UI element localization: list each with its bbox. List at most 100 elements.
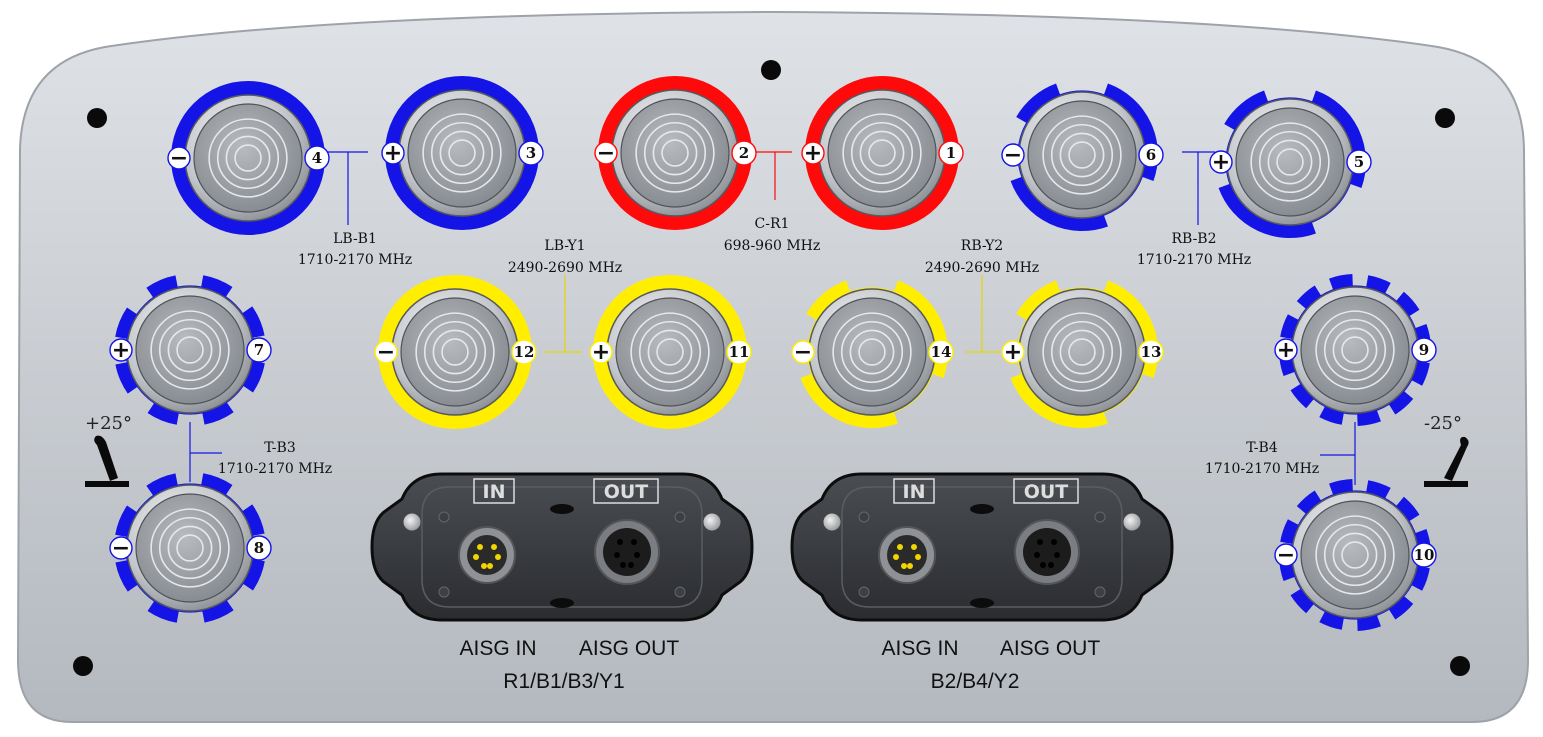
port-color-ring — [147, 600, 180, 623]
band-freq: 1710-2170 MHz — [1137, 252, 1251, 268]
port-number-badge — [304, 145, 330, 171]
port-color-ring — [1319, 611, 1345, 630]
rf-port-3[interactable]: +3 — [381, 76, 544, 230]
polarity-sign: + — [1212, 150, 1230, 175]
port-number-badge — [518, 140, 544, 166]
polarity-sign: − — [597, 141, 615, 166]
mounting-hole — [1435, 108, 1455, 128]
port-color-ring — [1356, 410, 1381, 426]
port-number-badge — [1138, 142, 1164, 168]
port-number-badge — [246, 337, 272, 363]
band-freq: 1710-2170 MHz — [218, 461, 332, 477]
rf-port-5[interactable]: +5 — [1209, 90, 1372, 238]
port-number-badge — [1346, 149, 1372, 175]
aisg-in-tag: IN — [903, 481, 926, 503]
rf-port-9[interactable]: +9 — [1274, 274, 1437, 426]
port-color-ring — [146, 275, 178, 298]
screw-icon — [702, 512, 722, 532]
port-number-badge — [928, 339, 954, 365]
aisg-group-label: R1/B1/B3/Y1 — [503, 670, 624, 693]
rf-port-11[interactable]: +11 — [589, 275, 752, 429]
screw-icon — [402, 512, 422, 532]
polarity-sign: − — [794, 340, 812, 365]
band-freq: 1710-2170 MHz — [1205, 461, 1319, 477]
tilt-handle-icon — [1444, 436, 1469, 481]
mounting-hole — [73, 656, 93, 676]
port-color-ring — [1329, 479, 1354, 495]
port-color-ring — [1296, 490, 1322, 515]
rf-port-2[interactable]: −2 — [594, 76, 757, 230]
port-color-ring — [1290, 588, 1315, 614]
port-color-ring — [1280, 314, 1299, 340]
rf-port-7[interactable]: +7 — [109, 275, 272, 425]
polarity-sign: + — [804, 141, 822, 166]
port-color-ring — [115, 505, 138, 538]
port-color-ring — [1411, 565, 1430, 591]
port-number: 6 — [1146, 146, 1156, 164]
aisg-out-tag: OUT — [1024, 481, 1069, 503]
aisg-module-2: IN OUT AISG IN AISG OUT B2/B4/Y2 — [790, 472, 1174, 693]
port-color-ring — [1218, 183, 1316, 238]
port-number: 12 — [514, 343, 535, 361]
port-number: 1 — [946, 144, 956, 162]
port-color-ring — [202, 600, 234, 623]
polarity-sign: + — [384, 141, 402, 166]
port-number: 8 — [254, 539, 264, 557]
rf-port-6[interactable]: −6 — [1001, 83, 1164, 231]
polarity-badge — [1001, 143, 1025, 167]
polarity-sign: − — [170, 146, 188, 171]
rf-port-1[interactable]: +1 — [801, 76, 964, 230]
port-color-ring — [1010, 373, 1108, 428]
band-freq: 1710-2170 MHz — [298, 252, 412, 268]
port-color-ring — [1016, 280, 1061, 321]
port-color-ring — [1319, 406, 1345, 425]
port-number: 11 — [729, 343, 750, 361]
port-number-badge — [246, 535, 272, 561]
port-color-ring — [1016, 83, 1061, 124]
port-color-ring — [800, 373, 898, 428]
polarity-badge — [1209, 150, 1233, 174]
aisg-out-label: AISG OUT — [579, 637, 680, 660]
band-name: LB-B1 — [333, 231, 377, 247]
polarity-sign: − — [112, 536, 130, 561]
polarity-badge — [791, 340, 815, 364]
port-color-ring — [1290, 383, 1315, 409]
polarity-sign: + — [592, 340, 610, 365]
port-number-badge — [1411, 542, 1437, 568]
polarity-badge — [801, 141, 825, 165]
polarity-badge — [374, 340, 398, 364]
rf-port-13[interactable]: +13 — [1001, 280, 1164, 428]
polarity-badge — [1274, 338, 1298, 362]
tilt-base — [1424, 481, 1468, 487]
tilt-handle-icon — [94, 435, 118, 481]
rf-port-4[interactable]: −4 — [167, 81, 330, 235]
tilt-base — [85, 481, 129, 487]
rf-port-12[interactable]: − 12 — [374, 275, 537, 429]
polarity-sign: − — [1277, 543, 1295, 568]
band-name: C-R1 — [755, 216, 790, 232]
port-number: 13 — [1141, 343, 1162, 361]
port-color-ring — [146, 473, 178, 496]
port-color-ring — [115, 560, 138, 592]
polarity-badge — [109, 338, 133, 362]
aisg-group-label: B2/B4/Y2 — [931, 670, 1020, 693]
port-number-badge — [1411, 337, 1437, 363]
rf-port-14[interactable]: −14 — [791, 280, 954, 428]
band-name: LB-Y1 — [544, 238, 585, 254]
port-color-ring — [115, 362, 138, 394]
port-color-ring — [200, 473, 233, 496]
aisg-in-label: AISG IN — [881, 637, 958, 660]
mounting-hole — [761, 60, 781, 80]
rf-port-8[interactable]: −8 — [109, 473, 272, 623]
screw-icon — [822, 512, 842, 532]
port-color-ring — [1388, 390, 1414, 415]
rf-port-10[interactable]: −10 — [1274, 479, 1437, 631]
aisg-out-tag: OUT — [604, 481, 649, 503]
port-number: 2 — [739, 144, 749, 162]
port-color-ring — [200, 275, 233, 298]
port-color-ring — [1365, 480, 1391, 499]
polarity-badge — [1001, 340, 1025, 364]
port-number: 4 — [312, 149, 322, 167]
polarity-sign: − — [377, 340, 395, 365]
